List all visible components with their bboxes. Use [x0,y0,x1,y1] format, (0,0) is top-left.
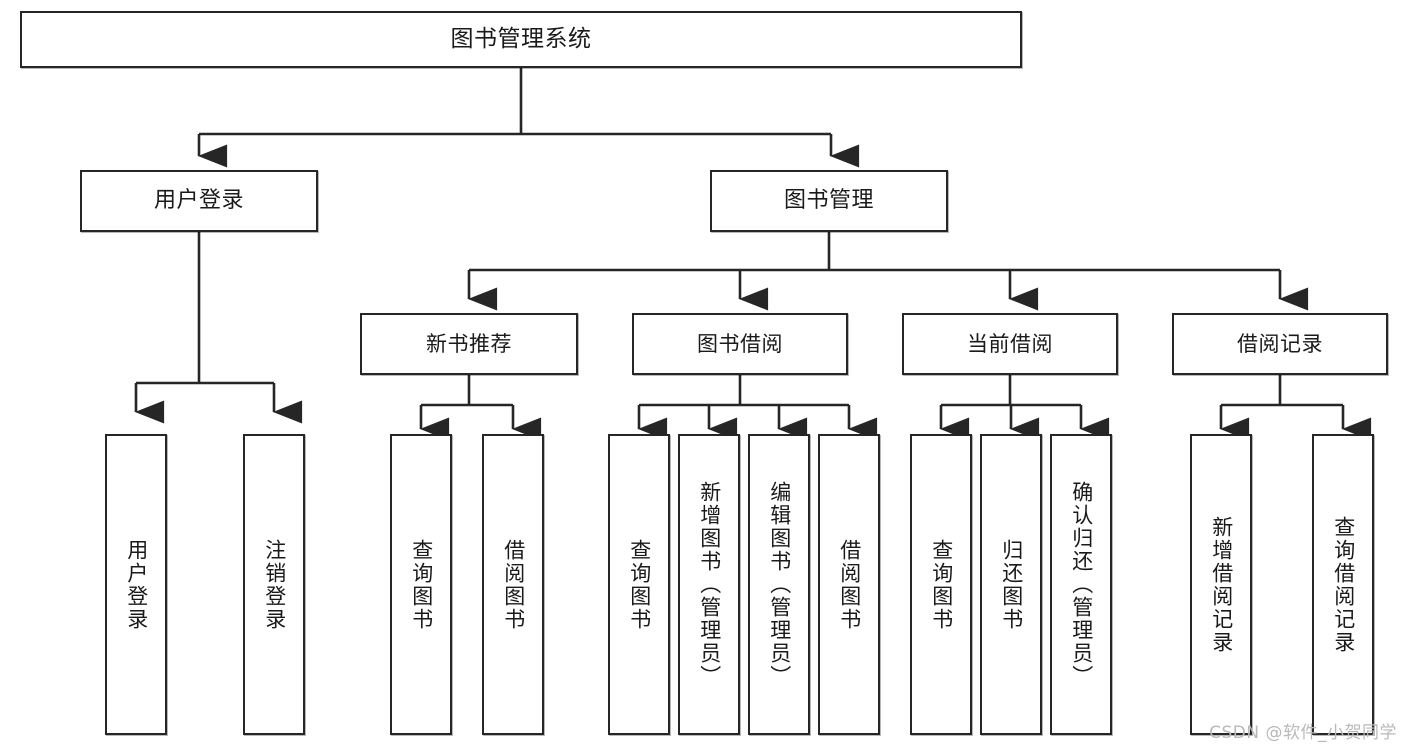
node-label: 借阅图书 [501,538,526,631]
node-borrow-records[interactable]: 借阅记录 [1172,313,1388,375]
node-label: 归还图书 [999,538,1024,631]
node-user-login[interactable]: 用户登录 [80,170,318,232]
node-leaf-confirm-return-admin[interactable]: 确认归还（管理员） [1050,434,1112,735]
node-leaf-user-login[interactable]: 用户登录 [105,434,167,735]
node-leaf-add-borrow-record[interactable]: 新增借阅记录 [1190,434,1252,735]
node-label: 图书管理系统 [450,26,592,53]
node-leaf-return-book[interactable]: 归还图书 [980,434,1042,735]
node-label: 查询图书 [929,538,954,631]
node-label: 查询图书 [409,538,434,631]
node-leaf-query-borrow-record[interactable]: 查询借阅记录 [1312,434,1374,735]
node-current-borrow[interactable]: 当前借阅 [902,313,1118,375]
node-label: 新增借阅记录 [1209,515,1234,654]
node-label: 编辑图书（管理员） [767,481,792,688]
node-label: 新书推荐 [426,331,512,356]
node-leaf-borrow-book-recommend[interactable]: 借阅图书 [482,434,544,735]
node-label: 借阅图书 [837,538,862,631]
node-label: 用户登录 [153,188,244,214]
node-leaf-logout[interactable]: 注销登录 [243,434,305,735]
node-label: 图书借阅 [697,331,783,356]
node-label: 当前借阅 [967,331,1053,356]
node-leaf-add-book-admin[interactable]: 新增图书（管理员） [678,434,740,735]
node-leaf-query-book-current[interactable]: 查询图书 [910,434,972,735]
node-book-borrow[interactable]: 图书借阅 [632,313,848,375]
node-label: 注销登录 [262,538,287,631]
node-label: 借阅记录 [1237,331,1323,356]
node-new-book-recommend[interactable]: 新书推荐 [360,313,578,375]
node-book-management[interactable]: 图书管理 [710,170,948,232]
node-leaf-borrow-book[interactable]: 借阅图书 [818,434,880,735]
node-label: 查询图书 [627,538,652,631]
node-leaf-query-book-recommend[interactable]: 查询图书 [390,434,452,735]
node-label: 确认归还（管理员） [1069,481,1094,688]
node-label: 新增图书（管理员） [697,481,722,688]
node-label: 查询借阅记录 [1331,515,1356,654]
node-root-system[interactable]: 图书管理系统 [20,11,1022,68]
node-leaf-query-book-borrow[interactable]: 查询图书 [608,434,670,735]
node-label: 用户登录 [124,538,149,631]
node-leaf-edit-book-admin[interactable]: 编辑图书（管理员） [748,434,810,735]
node-label: 图书管理 [783,188,874,214]
